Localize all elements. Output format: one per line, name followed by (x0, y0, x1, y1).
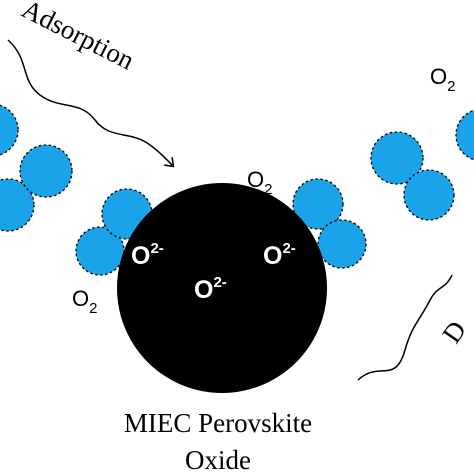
adsorption-label: Adsorption (17, 0, 139, 76)
o2-label-left: O2 (72, 286, 97, 317)
oxygen-molecule-left-edge (0, 104, 73, 232)
oxygen-atom (0, 104, 19, 156)
desorption-wave (357, 274, 453, 381)
oxide-ion-label-center: O2- (194, 274, 227, 304)
oxygen-molecule-right (370, 109, 474, 221)
oxygen-atom (19, 144, 73, 198)
oxygen-atom (292, 178, 344, 230)
oxygen-atom (317, 219, 367, 269)
oxygen-atom (455, 109, 474, 161)
oxide-ion-label-right: O2- (263, 240, 296, 270)
caption-line-2: Oxide (185, 445, 251, 474)
oxygen-molecule-adsorbed-right (292, 178, 367, 269)
miec-particle (117, 183, 327, 393)
oxygen-atom (403, 169, 455, 221)
desorption-label: D (436, 315, 472, 348)
caption-line-1: MIEC Perovskite (124, 408, 312, 438)
adsorption-arrow (7, 39, 172, 165)
o2-label-center: O2 (247, 167, 272, 198)
oxygen-atom (0, 178, 35, 232)
oxide-ion-label-left: O2- (131, 240, 164, 270)
o2-label-right: O2 (430, 64, 455, 95)
oxygen-atom (370, 131, 424, 185)
